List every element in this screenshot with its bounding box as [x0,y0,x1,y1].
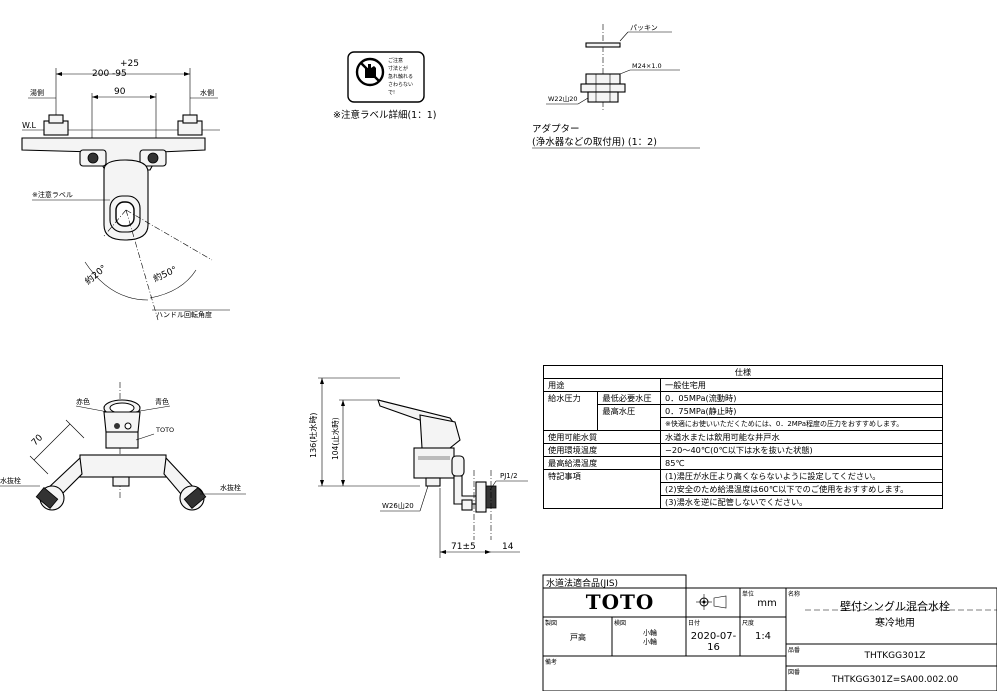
name-line2: 寒冷地用 [875,618,915,629]
part-label: 品番 [788,647,801,654]
label-red: 赤色 [76,397,90,406]
date-value: 2020-07-16 [690,631,737,653]
unit-value: mm [757,598,777,609]
drawn-value: 戸高 [570,633,586,642]
spec-table: 仕様 用途 一般住宅用 給水圧力 最低必要水圧 0．05MPa(流動時) 最高水… [542,365,943,509]
label-drain-left: 水抜栓 [0,476,21,485]
table-row: 使用可能水質 水道水または飲用可能な井戸水 [543,430,943,444]
dim-70: 70 [30,433,45,448]
dim-104: 104(止水時) [330,417,340,460]
date-label: 日付 [688,620,701,627]
caution-text-3: 急れ触れる [388,73,413,80]
side-view: 136(吐水時) 104(止水時) PJ1/2 W26山20 71±5 14 [308,377,528,558]
spec-title: 仕様 [543,365,943,379]
label-w26: W26山20 [382,501,414,510]
label-hot: 湯側 [30,88,44,97]
part-number: THTKGG301Z [864,651,926,661]
checked-label: 検図 [614,620,627,627]
name-line1: 壁付シングル混合水栓 [840,600,950,613]
scale-label: 尺度 [742,620,755,627]
jis-label: 水道法適合品(JIS) [546,579,619,589]
dim-136: 136(吐水時) [308,412,318,458]
label-drain-right: 水抜栓 [220,483,241,492]
dim-14: 14 [502,542,514,552]
projection-symbol-icon [696,594,727,610]
toto-logo: TOTO [585,590,655,614]
dim-top-plus: +25 [120,59,139,69]
handle-angle: ハンドル回転角度 [156,310,212,319]
adapter-caption-2: (浄水器などの取付用) (1：2) [532,136,657,148]
name-label: 名称 [788,591,801,598]
table-row: (3)湯水を逆に配管しないでください。 [544,495,943,509]
adapter-detail: パッキン M24×1.0 W22山20 アダプター (浄水器などの取付用) (1… [532,24,700,149]
table-row: 給水圧力 最低必要水圧 0．05MPa(流動時) [542,391,943,431]
unit-label: 単位 [742,591,755,598]
title-block-frame [542,574,997,691]
caution-text-2: 寸法とが [388,65,408,72]
angle-left: 約20° [82,262,109,287]
caution-text-5: で! [388,90,395,96]
label-cold: 水側 [200,88,214,97]
label-w22: W22山20 [548,94,577,103]
scale-value: 1:4 [754,631,772,642]
dim-top-main: 200 -95 [92,69,127,79]
remarks-label: 備考 [545,659,558,666]
angle-right: 約50° [151,263,179,284]
front-view: 赤色 青色 TOTO 70 水抜栓 水抜栓 [0,382,246,511]
caution-label-detail: ご注意 寸法とが 急れ触れる さわらない で! ※注意ラベル詳細(1：1) [333,51,436,121]
caution-text-4: さわらない [388,81,413,88]
label-pj: PJ1/2 [500,472,518,480]
table-row: 特記事項 (1)湯圧が水圧より高くならないように設定してください。 [543,469,943,509]
adapter-caption-1: アダプター [532,123,580,135]
drawing-number: THTKGG301Z=SA00.002.00 [831,675,959,685]
table-row: 最高水圧 0．75MPa(静止時) [544,404,943,431]
label-blue: 青色 [155,397,169,406]
drawing-label: 図番 [788,669,801,676]
top-view: +25 200 -95 90 湯側 水側 W.L ※注意ラベル [21,59,230,321]
drawn-label: 製図 [545,620,558,627]
caution-caption: ※注意ラベル詳細(1：1) [333,109,436,121]
label-toto: TOTO [155,426,174,434]
dim-71: 71±5 [451,542,476,552]
table-row: 用途 一般住宅用 [543,378,943,392]
caution-text-1: ご注意 [388,57,403,64]
label-wl: W.L [22,121,37,130]
dim-90: 90 [114,87,126,97]
label-m24: M24×1.0 [632,62,662,70]
label-packing: パッキン [630,24,658,32]
label-caution: ※注意ラベル [32,190,73,199]
table-row: 使用環境温度 −20～40℃(0℃以下は水を抜いた状態) [543,443,943,457]
table-row: 最高給湯温度 85℃ [543,456,943,470]
checked-value-2: 小輪 [643,638,657,646]
checked-value-1: 小輪 [643,629,657,637]
